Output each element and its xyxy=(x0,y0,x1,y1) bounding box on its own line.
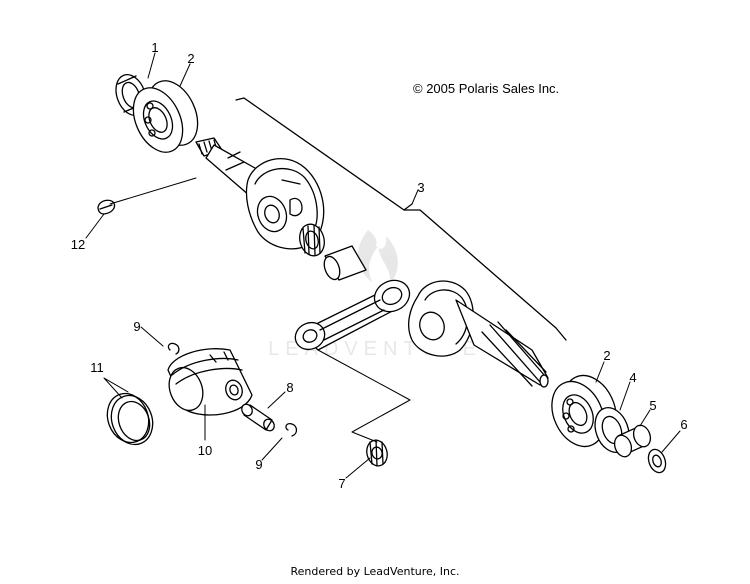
washer xyxy=(647,448,667,474)
assembly-bracket xyxy=(235,97,567,341)
callout-4: 4 xyxy=(629,370,636,385)
bearing-upper xyxy=(132,80,199,153)
callout-3: 3 xyxy=(417,180,424,195)
callout-12: 12 xyxy=(71,237,85,252)
footer-credit: Rendered by LeadVenture, Inc. xyxy=(290,565,460,578)
crank-pin xyxy=(323,245,367,281)
callout-10: 10 xyxy=(198,443,212,458)
woodruff-key xyxy=(97,199,116,215)
piston-pin xyxy=(241,403,275,432)
callout-7: 7 xyxy=(338,476,345,491)
circlip-upper xyxy=(167,342,180,355)
crankshaft-right-half xyxy=(408,280,549,388)
callout-1: 1 xyxy=(151,40,158,55)
piston-rings xyxy=(106,392,154,446)
big-end-bearing xyxy=(366,439,388,467)
callout-6: 6 xyxy=(680,417,687,432)
circlip-lower xyxy=(285,422,298,437)
piston xyxy=(167,348,253,416)
callout-2-lower: 2 xyxy=(603,348,610,363)
callout-5: 5 xyxy=(649,398,656,413)
callout-11: 11 xyxy=(90,360,104,375)
guide-lines xyxy=(109,177,411,443)
callout-2-upper: 2 xyxy=(187,51,194,66)
callout-9-upper: 9 xyxy=(133,319,140,334)
needle-bearing xyxy=(299,223,325,257)
bracket-notch xyxy=(403,203,413,211)
bearing-lower xyxy=(551,374,617,448)
callout-8: 8 xyxy=(286,380,293,395)
connecting-rod xyxy=(294,279,411,351)
callout-labels: 1 2 3 12 9 11 10 8 9 7 2 4 5 6 xyxy=(71,40,688,491)
copyright-notice: © 2005 Polaris Sales Inc. xyxy=(413,81,559,96)
callout-9-lower: 9 xyxy=(255,457,262,472)
leader-lines xyxy=(85,52,681,479)
spacer-collar xyxy=(613,424,652,458)
